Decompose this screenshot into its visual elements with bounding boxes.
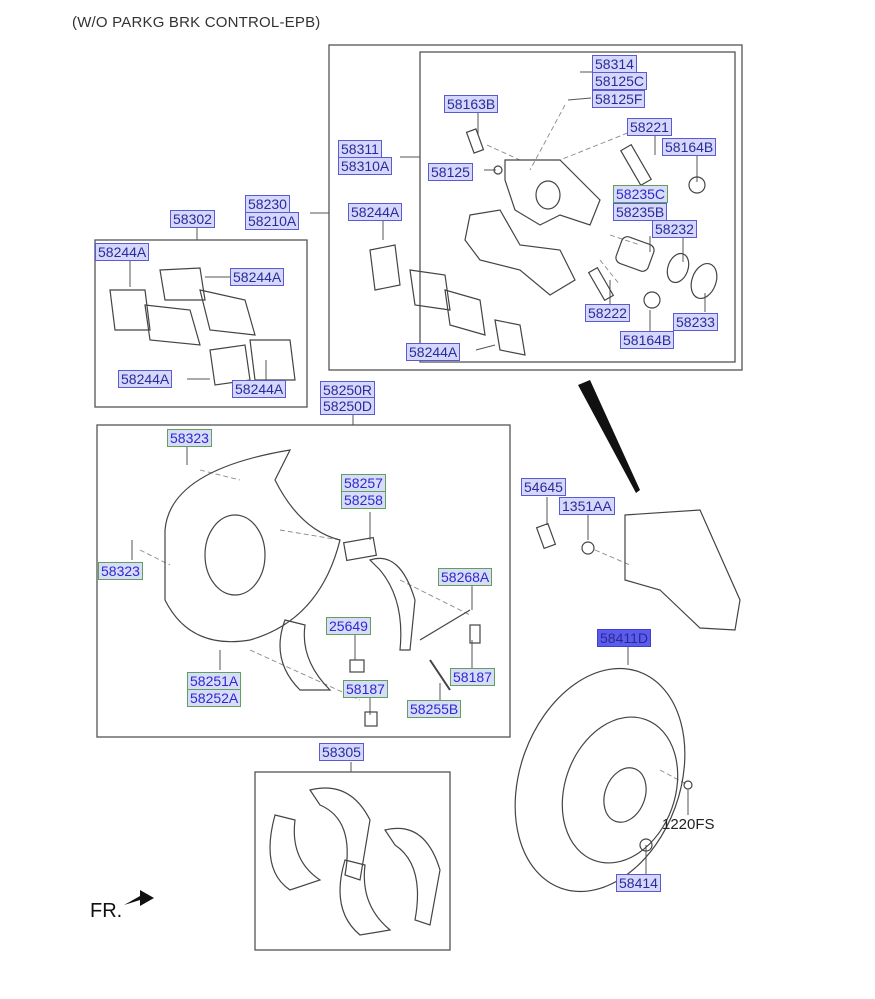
part-label-1351aa[interactable]: 1351AA [559, 497, 615, 515]
parking-brake-frame [96, 424, 511, 738]
part-label-54645[interactable]: 54645 [521, 478, 566, 496]
brake-shoe-sketch [279, 619, 332, 691]
part-label-58302[interactable]: 58302 [170, 210, 215, 228]
part-label-58232[interactable]: 58232 [652, 220, 697, 238]
part-label-58244a[interactable]: 58244A [118, 370, 173, 388]
part-label-58244a[interactable]: 58244A [232, 380, 287, 398]
part-label-58221[interactable]: 58221 [627, 118, 672, 136]
part-label-58314[interactable]: 58314 [592, 55, 637, 73]
part-label-58258[interactable]: 58258 [341, 491, 386, 509]
part-label-58187[interactable]: 58187 [343, 680, 388, 698]
part-label-58230[interactable]: 58230 [245, 195, 290, 213]
caliper-bracket-sketch [464, 209, 576, 296]
shoe-kit-frame [254, 771, 451, 951]
part-label-58235b[interactable]: 58235B [613, 203, 668, 221]
front-marker-label: FR. [90, 900, 123, 922]
part-label-58163b[interactable]: 58163B [444, 95, 499, 113]
part-label-58311[interactable]: 58311 [338, 140, 382, 158]
part-label-1220fs[interactable]: 1220FS [662, 816, 715, 833]
part-label-25649[interactable]: 25649 [326, 617, 371, 635]
part-label-58233[interactable]: 58233 [673, 313, 718, 331]
part-label-58251a[interactable]: 58251A [187, 672, 242, 690]
backing-plate-sketch [164, 449, 341, 643]
caliper-parts-frame [419, 51, 736, 363]
part-label-58222[interactable]: 58222 [585, 304, 630, 322]
part-label-58244a[interactable]: 58244A [406, 343, 461, 361]
part-label-58244a[interactable]: 58244A [95, 243, 150, 261]
part-label-58411d[interactable]: 58411D [597, 629, 652, 647]
pointer-wedge [578, 380, 640, 493]
part-label-58210a[interactable]: 58210A [245, 212, 300, 230]
part-label-58164b[interactable]: 58164B [620, 331, 675, 349]
part-label-58305[interactable]: 58305 [319, 743, 364, 761]
diagram-title: (W/O PARKG BRK CONTROL-EPB) [72, 14, 321, 31]
brake-disc-sketch [514, 667, 686, 893]
part-label-58244a[interactable]: 58244A [348, 203, 403, 221]
caliper-complete-sketch [624, 509, 741, 631]
front-arrow-icon [124, 890, 154, 906]
part-label-58125c[interactable]: 58125C [592, 72, 648, 90]
part-label-58125[interactable]: 58125 [428, 163, 473, 181]
part-label-58268a[interactable]: 58268A [438, 568, 493, 586]
caliper-body-sketch [504, 159, 601, 226]
part-label-58235c[interactable]: 58235C [613, 185, 669, 203]
pad-kit-frame [94, 239, 308, 408]
part-label-58244a[interactable]: 58244A [230, 268, 285, 286]
part-label-58257[interactable]: 58257 [341, 474, 386, 492]
part-label-58250d[interactable]: 58250D [320, 397, 376, 415]
part-label-58164b[interactable]: 58164B [662, 138, 717, 156]
part-label-58323[interactable]: 58323 [167, 429, 212, 447]
part-label-58252a[interactable]: 58252A [187, 689, 242, 707]
part-label-58187[interactable]: 58187 [450, 668, 495, 686]
part-label-58125f[interactable]: 58125F [592, 90, 646, 108]
brake-shoe-sketch [368, 557, 416, 651]
part-label-58310a[interactable]: 58310A [338, 157, 393, 175]
part-label-58414[interactable]: 58414 [616, 874, 661, 892]
part-label-58255b[interactable]: 58255B [407, 700, 462, 718]
part-label-58323[interactable]: 58323 [98, 562, 143, 580]
caliper-assembly-frame [328, 44, 743, 371]
